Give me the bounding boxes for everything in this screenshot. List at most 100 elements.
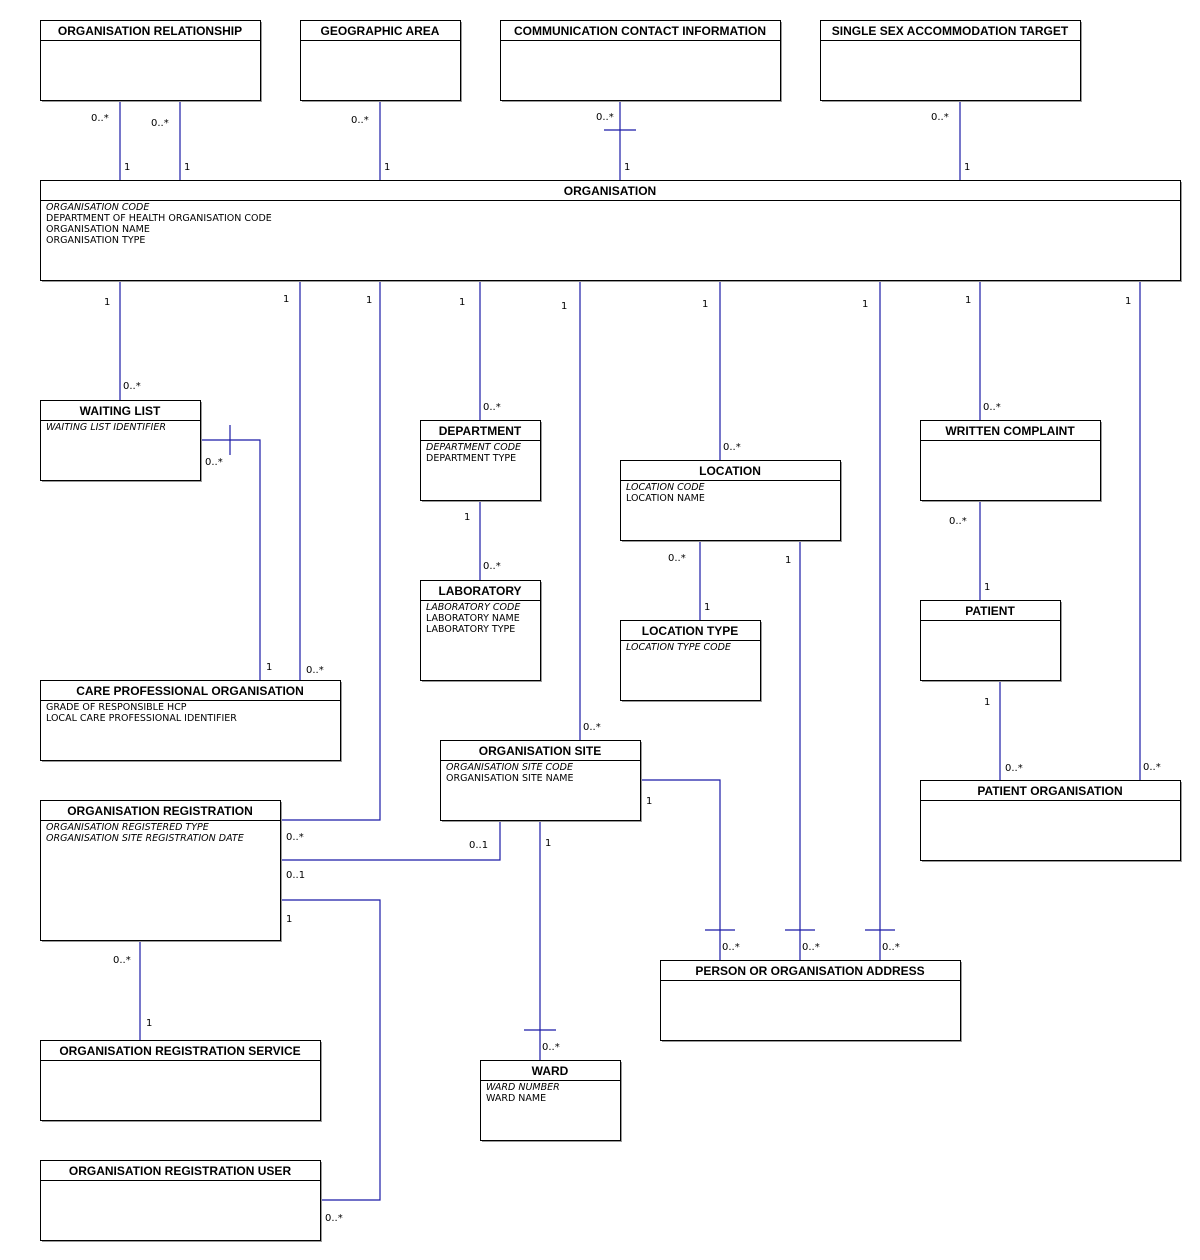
entity-box[interactable] bbox=[820, 20, 1081, 101]
entity-box[interactable] bbox=[300, 20, 461, 101]
relationship-orgrel-a[interactable]: 0..*1 bbox=[91, 100, 130, 180]
multiplicity-label: 0..1 bbox=[469, 840, 488, 851]
relationship-patient-wc[interactable]: 0..*1 bbox=[949, 500, 990, 600]
multiplicity-label: 0..* bbox=[151, 118, 169, 129]
multiplicity-label: 1 bbox=[283, 294, 289, 305]
entity-attribute: ORGANISATION NAME bbox=[46, 224, 150, 235]
entity-person-org-address[interactable]: PERSON OR ORGANISATION ADDRESS bbox=[660, 960, 962, 1043]
relationship-addr-loc[interactable]: 10..* bbox=[785, 540, 820, 960]
relationship-cpo-org[interactable]: 1 0..* bbox=[283, 280, 324, 680]
relationship-line[interactable] bbox=[280, 899, 381, 1201]
relationship-complaint[interactable]: 10..* bbox=[965, 280, 1001, 420]
entity-box[interactable] bbox=[920, 420, 1101, 501]
entity-box[interactable] bbox=[440, 740, 641, 821]
multiplicity-label: 1 bbox=[366, 295, 372, 306]
entity-box[interactable] bbox=[420, 420, 541, 501]
entity-written-complaint[interactable]: WRITTEN COMPLAINT bbox=[920, 420, 1102, 503]
entity-box[interactable] bbox=[920, 780, 1181, 861]
entity-comm-contact[interactable]: COMMUNICATION CONTACT INFORMATION bbox=[500, 20, 782, 103]
entity-org-reg-service[interactable]: ORGANISATION REGISTRATION SERVICE bbox=[40, 1040, 322, 1123]
entity-org-reg-user[interactable]: ORGANISATION REGISTRATION USER bbox=[40, 1160, 322, 1243]
multiplicity-label: 1 bbox=[862, 299, 868, 310]
entity-key-attribute: DEPARTMENT CODE bbox=[426, 442, 521, 453]
entity-patient-org[interactable]: PATIENT ORGANISATION bbox=[920, 780, 1182, 863]
relationship-patorg-pat[interactable]: 10..* bbox=[984, 680, 1023, 780]
entity-geographic-area[interactable]: GEOGRAPHIC AREA bbox=[300, 20, 462, 103]
entity-box[interactable] bbox=[620, 620, 761, 701]
multiplicity-label: 0..* bbox=[596, 112, 614, 123]
entity-title: WARD bbox=[532, 1064, 569, 1078]
relationship-addr-site[interactable]: 10..* bbox=[640, 779, 740, 960]
entity-box[interactable] bbox=[660, 960, 961, 1041]
entity-box[interactable] bbox=[40, 1040, 321, 1121]
entity-box[interactable] bbox=[40, 800, 281, 941]
relationship-loc[interactable]: 10..* bbox=[702, 280, 741, 460]
entity-title: CARE PROFESSIONAL ORGANISATION bbox=[76, 684, 304, 698]
relationship-waiting[interactable]: 1 0..* bbox=[104, 280, 141, 400]
multiplicity-label: 1 bbox=[984, 582, 990, 593]
relationship-line[interactable] bbox=[280, 820, 501, 861]
entity-box[interactable] bbox=[40, 400, 201, 481]
relationship-line[interactable] bbox=[640, 779, 721, 960]
relationship-ward[interactable]: 10..* bbox=[524, 820, 560, 1060]
entity-org-relationship[interactable]: ORGANISATION RELATIONSHIP bbox=[40, 20, 262, 103]
relationship-addr-org[interactable]: 10..* bbox=[862, 280, 900, 960]
multiplicity-label: 1 bbox=[965, 295, 971, 306]
entity-care-prof-org[interactable]: CARE PROFESSIONAL ORGANISATION GRADE OF R… bbox=[40, 680, 342, 763]
entity-box[interactable] bbox=[40, 1160, 321, 1241]
entity-box[interactable] bbox=[500, 20, 781, 101]
relationship-loctype[interactable]: 0..*1 bbox=[668, 540, 710, 620]
entity-attribute: LOCAL CARE PROFESSIONAL IDENTIFIER bbox=[46, 713, 237, 724]
entity-title: GEOGRAPHIC AREA bbox=[321, 24, 440, 38]
entity-key-attribute: LOCATION TYPE CODE bbox=[626, 642, 731, 653]
relationship-reg-site[interactable]: 0..10..1 bbox=[280, 820, 501, 881]
multiplicity-label: 0..* bbox=[113, 955, 131, 966]
relationship-site[interactable]: 10..* bbox=[561, 280, 601, 740]
entity-box[interactable] bbox=[40, 180, 1181, 281]
relationship-regservice[interactable]: 0..*1 bbox=[113, 940, 152, 1040]
relationship-reguser[interactable]: 10..* bbox=[280, 899, 381, 1224]
multiplicity-label: 1 bbox=[561, 301, 567, 312]
multiplicity-label: 0..* bbox=[123, 381, 141, 392]
multiplicity-label: 0..* bbox=[306, 665, 324, 676]
entity-patient[interactable]: PATIENT bbox=[920, 600, 1062, 683]
entity-key-attribute: LABORATORY CODE bbox=[426, 602, 520, 613]
entity-attribute: GRADE OF RESPONSIBLE HCP bbox=[46, 702, 187, 713]
relationship-lab[interactable]: 10..* bbox=[464, 500, 501, 580]
entity-single-sex[interactable]: SINGLE SEX ACCOMMODATION TARGET bbox=[820, 20, 1082, 103]
relationship-orgrel-b[interactable]: 0..*1 bbox=[151, 100, 190, 180]
entity-attribute: DEPARTMENT OF HEALTH ORGANISATION CODE bbox=[46, 213, 272, 224]
multiplicity-label: 0..* bbox=[931, 112, 949, 123]
relationship-patorg-org[interactable]: 10..* bbox=[1125, 280, 1161, 780]
entity-title: PERSON OR ORGANISATION ADDRESS bbox=[695, 964, 924, 978]
entity-box[interactable] bbox=[620, 460, 841, 541]
relationship-reg-org[interactable]: 1 0..* bbox=[280, 280, 381, 843]
multiplicity-label: 1 bbox=[104, 297, 110, 308]
entity-attribute: ORGANISATION TYPE bbox=[46, 235, 145, 246]
relationship-geo[interactable]: 0..*1 bbox=[351, 100, 390, 180]
relationship-line[interactable] bbox=[280, 280, 381, 821]
relationship-cpo-wait[interactable]: 0..* 1 bbox=[200, 425, 272, 680]
relationship-single[interactable]: 0..*1 bbox=[931, 100, 970, 180]
entity-box[interactable] bbox=[40, 20, 261, 101]
entity-box[interactable] bbox=[480, 1060, 621, 1141]
entity-box[interactable] bbox=[920, 600, 1061, 681]
multiplicity-label: 0..* bbox=[205, 457, 223, 468]
relationship-comm[interactable]: 0..*1 bbox=[596, 100, 636, 180]
multiplicity-label: 0..* bbox=[286, 832, 304, 843]
multiplicity-label: 1 bbox=[266, 662, 272, 673]
relationship-dept[interactable]: 10..* bbox=[459, 280, 501, 420]
relationship-line[interactable] bbox=[200, 439, 261, 680]
entity-box[interactable] bbox=[40, 680, 341, 761]
entity-box[interactable] bbox=[420, 580, 541, 681]
relationships-layer: 0..* 1 0..* 1 0..* 1 0..* 1 0..* 1 1 0..* 1 0..* 0..* 1… bbox=[91, 100, 1161, 1224]
